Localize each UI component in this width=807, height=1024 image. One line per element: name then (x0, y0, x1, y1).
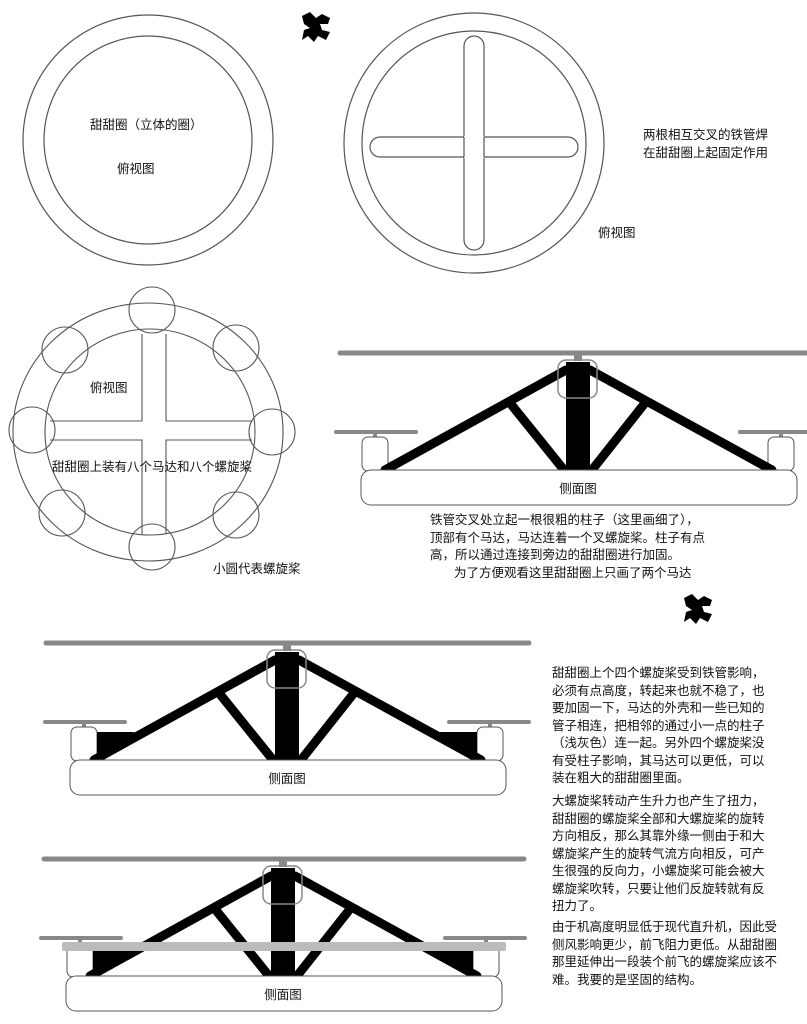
side-view: 侧面图 (334, 350, 807, 506)
note-line: 方向相反，那么其靠外缘一侧由于和大 (552, 828, 765, 843)
small-rotor-hub (779, 432, 783, 438)
diagonal-strut (85, 871, 276, 981)
small-rotor-hub (373, 432, 377, 438)
note-line: 生很强的反向力，小螺旋桨可能会被大 (552, 863, 765, 878)
side-view-1-notes: 铁管交叉处立起一根很粗的柱子（这里画细了）， 顶部有个马达，马达连着一个叉螺旋桨… (430, 511, 705, 581)
donut-title: 甜甜圈（立体的圈） (90, 117, 203, 132)
donut-eight-rotors-top-view (8, 286, 296, 571)
note-line: 高，所以通过连接到旁边的甜甜圈进行加固。 (430, 547, 681, 562)
rotor-hub (574, 353, 582, 361)
main-motor (557, 359, 598, 399)
rotor-hub (279, 859, 287, 867)
diagonal-strut (294, 655, 486, 765)
rotor-circle (38, 489, 86, 537)
main-motor (266, 649, 307, 689)
side-view-label: 侧面图 (559, 481, 597, 496)
stamp-logo-bottom (684, 594, 712, 624)
note-line: 侧风影响更少，前飞阻力更低。从甜甜圈 (552, 936, 778, 952)
top-view-caption: 俯视图 (90, 380, 128, 395)
donut-side-body (65, 975, 503, 1012)
note-line: 有受柱子影响，其马达可以更低，可以 (552, 752, 765, 768)
note-line: 螺旋桨产生的旋转气流方向相反，可产 (552, 845, 765, 861)
torque-notes: 大螺旋桨转动产生升力也产生了扭力， 甜甜圈的螺旋桨全部和大螺旋桨的旋转 方向相反… (552, 792, 765, 915)
side-view-label: 侧面图 (268, 771, 306, 786)
diagonal-strut (380, 365, 571, 475)
height-notes: 由于机高度明显低于现代直升机，因此受 侧风影响更少，前飞阻力更低。从甜甜圈 那里… (552, 918, 777, 988)
light-grey-connector (62, 942, 506, 951)
note-line: 螺旋桨吹转，只要让他们反旋转就有反 (552, 880, 765, 896)
rotor-circle (212, 491, 260, 539)
diagonal-strut (89, 655, 280, 765)
side-view: 侧面图 (39, 856, 527, 1012)
top-view-caption: 俯视图 (598, 225, 636, 240)
note-line: 扭力了。 (552, 898, 603, 913)
rotor-hub (283, 643, 291, 651)
rotor-legend: 小圆代表螺旋桨 (213, 561, 301, 576)
rotor-circle (248, 408, 296, 456)
side-view-label: 侧面图 (264, 987, 302, 1002)
cross-note-line-1: 两根相互交叉的铁管焊 (643, 127, 769, 142)
central-column (271, 868, 295, 976)
note-line: 顶部有个马达，马达连着一个叉螺旋桨。柱子有点 (430, 529, 706, 545)
side-view-2-notes: 甜甜圈上个四个螺旋桨受到铁管影响， 必须有点高度，转起来也就不稳了，也 要加固一… (552, 664, 765, 787)
stamp-logo-top (302, 12, 330, 42)
note-line: （浅灰色）连一起。另外四个螺旋桨没 (552, 735, 765, 750)
cross-pipe-horizontal (369, 136, 579, 158)
donut-side-body (69, 759, 507, 796)
inner-brace (505, 398, 569, 475)
central-column (566, 362, 590, 470)
diagonal-strut (290, 871, 482, 981)
donut-top-view (22, 14, 274, 266)
note-line: 大螺旋桨转动产生升力也产生了扭力， (552, 793, 765, 808)
small-rotor-hub (488, 722, 492, 728)
small-rotor-hub (78, 938, 82, 944)
main-motor (262, 865, 303, 905)
diagonal-strut (585, 365, 777, 475)
rotor-circle (41, 326, 89, 374)
rotor-circle (212, 324, 260, 372)
note-line: 管子相连，把相邻的通过小一点的柱子 (552, 717, 765, 733)
small-rotor-hub (484, 938, 488, 944)
donut-with-cross-top-view (343, 12, 605, 274)
side-view: 侧面图 (43, 640, 532, 796)
top-view-caption: 俯视图 (117, 161, 155, 176)
note-line: 装在粗大的甜甜圈里面。 (552, 770, 690, 785)
inner-brace (587, 398, 650, 475)
note-line: 难。我要的是坚固的结构。 (552, 971, 703, 987)
rotor-circle (128, 286, 176, 334)
rotor-circle (128, 523, 176, 571)
note-line: 那里延伸出一段装个前飞的螺旋桨应该不 (552, 954, 778, 969)
eight-rotors-label: 甜甜圈上装有八个马达和八个螺旋桨 (52, 459, 253, 474)
inner-brace (214, 688, 278, 765)
central-column (275, 652, 299, 760)
donut-side-body (360, 469, 798, 506)
note-line: 必须有点高度，转起来也就不稳了，也 (552, 682, 765, 698)
small-rotor-hub (82, 722, 86, 728)
note-line: 甜甜圈的螺旋桨全部和大螺旋桨的旋转 (552, 810, 765, 826)
cross-note-line-2: 在甜甜圈上起固定作用 (643, 145, 769, 160)
inner-brace (296, 688, 359, 765)
note-line: 甜甜圈上个四个螺旋桨受到铁管影响， (552, 665, 765, 680)
note-line: 为了方便观看这里甜甜圈上只画了两个马达 (454, 564, 692, 580)
rotor-circle (8, 406, 56, 454)
note-line: 由于机高度明显低于现代直升机，因此受 (552, 919, 778, 934)
note-line: 铁管交叉处立起一根很粗的柱子（这里画细了）， (430, 512, 699, 527)
note-line: 要加固一下，马达的外壳和一些已知的 (552, 700, 765, 715)
